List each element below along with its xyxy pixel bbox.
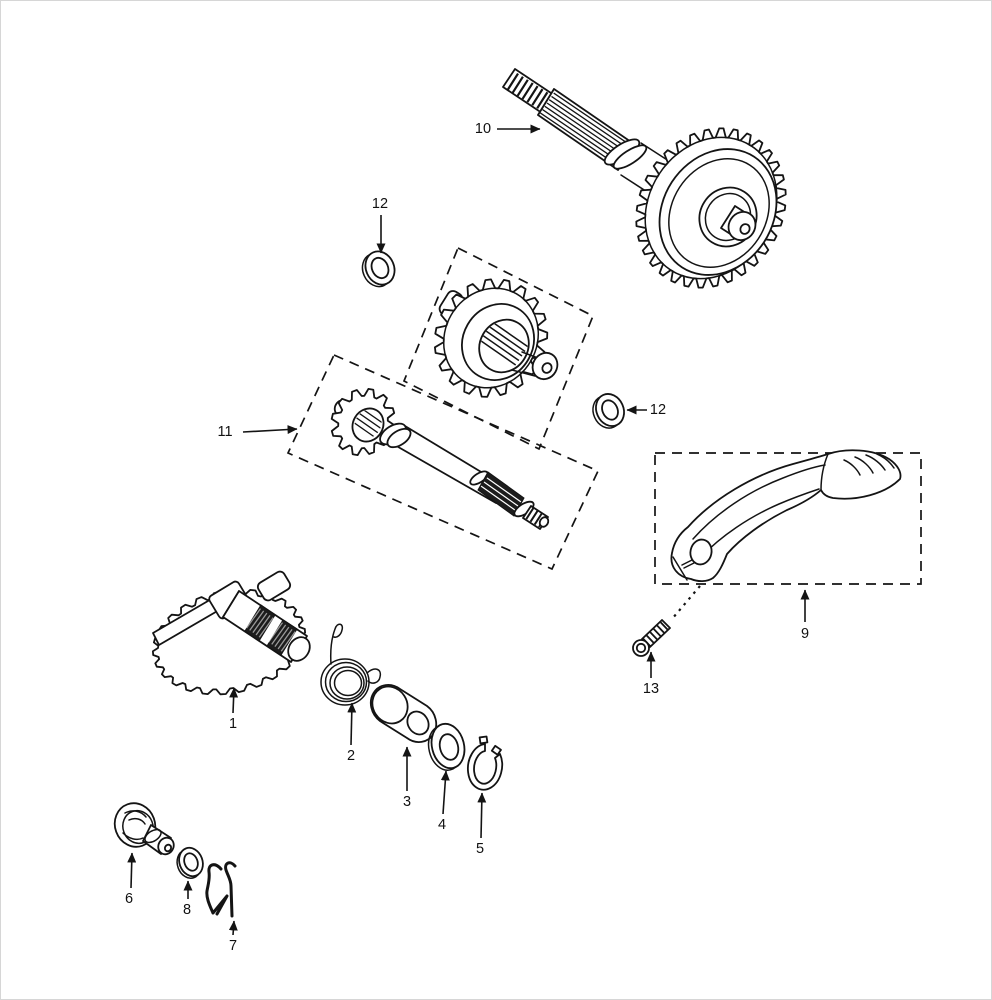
return-spring xyxy=(320,623,382,706)
kick-spindle-ratchet xyxy=(152,570,311,696)
thrust-washer-upper xyxy=(361,250,396,288)
leader-arrow-7 xyxy=(228,920,238,936)
leader-arrow-6 xyxy=(127,852,137,889)
part-label-10: 10 xyxy=(475,121,491,137)
flat-washer-small xyxy=(176,846,204,879)
part-label-7: 7 xyxy=(229,938,237,954)
spring-bush xyxy=(369,684,438,743)
part-label-3: 3 xyxy=(403,794,411,810)
part-label-11: 11 xyxy=(217,424,232,440)
leader-arrow-5 xyxy=(477,792,487,839)
leader-arrow-2 xyxy=(347,702,357,746)
idle-gear-drawing xyxy=(434,278,559,398)
kick-shaft-drawing xyxy=(330,388,550,530)
kick-lever-box xyxy=(654,452,922,585)
idle-gear-dashed-box xyxy=(402,246,595,451)
thrust-washer-right xyxy=(592,393,625,429)
flat-washer xyxy=(427,722,466,771)
leader-arrow-11 xyxy=(242,425,298,435)
part-label-13: 13 xyxy=(643,681,659,697)
part-label-1: 1 xyxy=(229,716,237,732)
part-label-4: 4 xyxy=(438,817,446,833)
part-label-8: 8 xyxy=(183,902,191,918)
circlip xyxy=(467,735,504,791)
leader-arrow-1 xyxy=(229,687,239,714)
kick-shaft-box xyxy=(286,353,600,571)
pivot-bolt xyxy=(632,585,701,657)
part-label-12: 12 xyxy=(372,196,388,212)
idle-pinion xyxy=(113,802,175,856)
part-label-6: 6 xyxy=(125,891,133,907)
wire-clip xyxy=(205,861,237,918)
drive-shaft-gear xyxy=(502,68,787,289)
part-label-12: 12 xyxy=(650,402,666,418)
kick-lever-drawing xyxy=(670,449,902,583)
part-label-9: 9 xyxy=(801,626,809,642)
part-label-2: 2 xyxy=(347,748,355,764)
leader-arrow-4 xyxy=(440,770,450,815)
part-label-5: 5 xyxy=(476,841,484,857)
